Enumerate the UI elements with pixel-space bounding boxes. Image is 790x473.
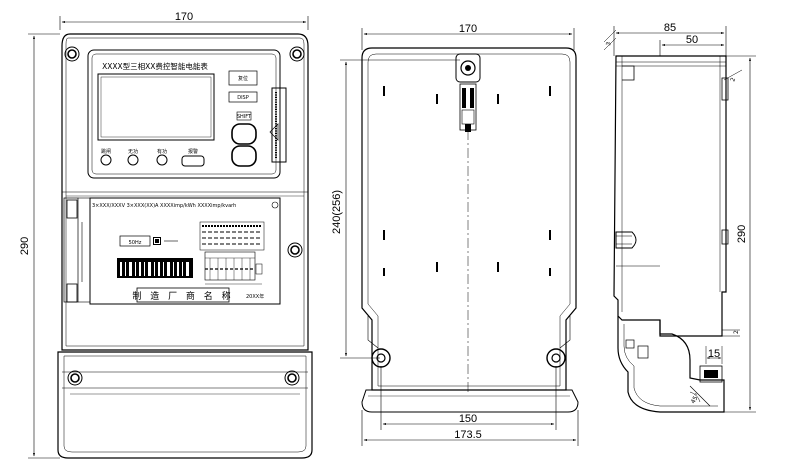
disp-label: DISP	[237, 95, 249, 101]
lcd-display	[97, 73, 215, 141]
side-inner-dimension: 50	[659, 34, 725, 56]
indicator-lamp	[100, 154, 112, 166]
front-height-label: 290	[19, 237, 31, 255]
side-view: 85 50 3 2	[603, 22, 756, 413]
ir-port	[231, 123, 257, 145]
reset-button-label: 复位	[238, 75, 248, 82]
back-height-label: 240(256)	[331, 190, 343, 234]
side-body-outline	[613, 55, 727, 337]
back-width-label: 170	[459, 23, 477, 35]
side-depth-dimension: 85	[613, 22, 727, 56]
side-dim-2a: 2	[729, 77, 737, 83]
side-dim-2b: 2	[733, 330, 740, 334]
vent-slots	[383, 86, 551, 276]
back-body-outline	[361, 47, 577, 391]
card-arrow-icon	[269, 123, 279, 141]
back-width-dimension: 170	[361, 23, 575, 50]
indicator-label: 无功	[128, 148, 138, 155]
screw-icon	[67, 370, 83, 386]
meter-body-outline	[61, 33, 309, 351]
front-width-dimension: 170	[59, 11, 309, 30]
back-bottom-outer-label: 173.5	[454, 429, 482, 441]
side-dim-15: 15	[708, 348, 720, 360]
barcode	[117, 258, 193, 278]
front-view: 170 290 XXXX型三相XX费控智能电能表 复位	[19, 11, 313, 459]
shift-label: SHIFT	[237, 114, 252, 120]
back-height-dimension: 240(256)	[331, 59, 460, 359]
card-slot-button	[231, 145, 257, 167]
freq-label: 50Hz	[129, 240, 142, 246]
indicator-lamp	[156, 154, 168, 166]
spec-line: 3×XXX/XXXV 3×XXX(XX)A XXXXimp/kWh XXXXim…	[92, 203, 236, 209]
indicator-label: 跳闸	[101, 148, 111, 155]
hanger-bracket	[455, 53, 481, 132]
screw-icon	[287, 242, 303, 258]
terminal-cover	[57, 351, 313, 459]
side-dim-3: 3	[605, 41, 613, 46]
indicator-label: 报警	[188, 148, 198, 155]
side-height-dimension: 290	[724, 55, 756, 413]
side-terminal-cover	[617, 316, 725, 413]
nameplate	[89, 197, 281, 305]
front-height-dimension: 290	[19, 33, 60, 459]
reset-button	[228, 70, 258, 86]
wiring-diagram	[199, 221, 265, 285]
meter-title: XXXX型三相XX费控智能电能表	[102, 61, 208, 71]
back-bottom-inner-dimension: 150	[380, 366, 557, 430]
screw-icon	[289, 46, 305, 62]
year-label: 20XX年	[246, 293, 264, 300]
side-height-label: 290	[736, 225, 748, 243]
back-view: 170 240(256)	[331, 23, 579, 446]
indicator-label: 有功	[157, 148, 167, 155]
side-depth-label: 85	[664, 22, 676, 34]
side-angle-label: 45°	[690, 392, 701, 405]
indicator-bar	[181, 155, 205, 167]
side-inner-label: 50	[686, 34, 698, 46]
screw-icon	[64, 46, 80, 62]
front-width-label: 170	[175, 11, 193, 23]
mount-hole-icon	[546, 348, 566, 368]
card-slot	[271, 87, 287, 163]
maker-label: 制 造 厂 商 名 称	[132, 290, 233, 302]
screw-icon	[284, 370, 300, 386]
back-bottom-inner-label: 150	[459, 413, 477, 425]
indicator-lamp	[127, 154, 139, 166]
back-bottom-outer-dimension: 173.5	[361, 410, 579, 446]
